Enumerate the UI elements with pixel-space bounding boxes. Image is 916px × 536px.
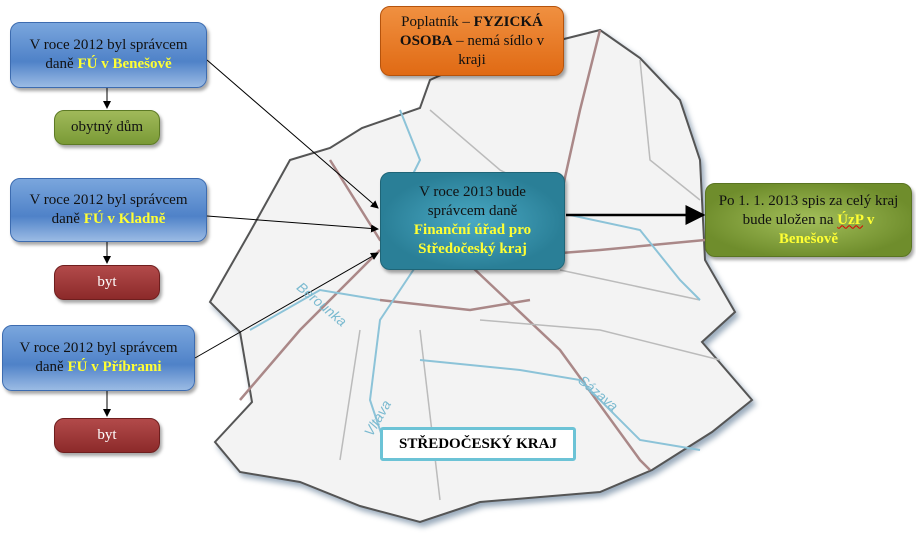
taxpayer-box: Poplatník – FYZICKÁ OSOBA – nemá sídlo v… bbox=[380, 6, 564, 76]
property-flat: byt bbox=[54, 265, 160, 300]
property-flat: byt bbox=[54, 418, 160, 453]
property-house: obytný dům bbox=[54, 110, 160, 145]
region-label: STŘEDOČESKÝ KRAJ bbox=[380, 427, 576, 461]
result-box: Po 1. 1. 2013 spis za celý kraj bude ulo… bbox=[705, 183, 912, 257]
